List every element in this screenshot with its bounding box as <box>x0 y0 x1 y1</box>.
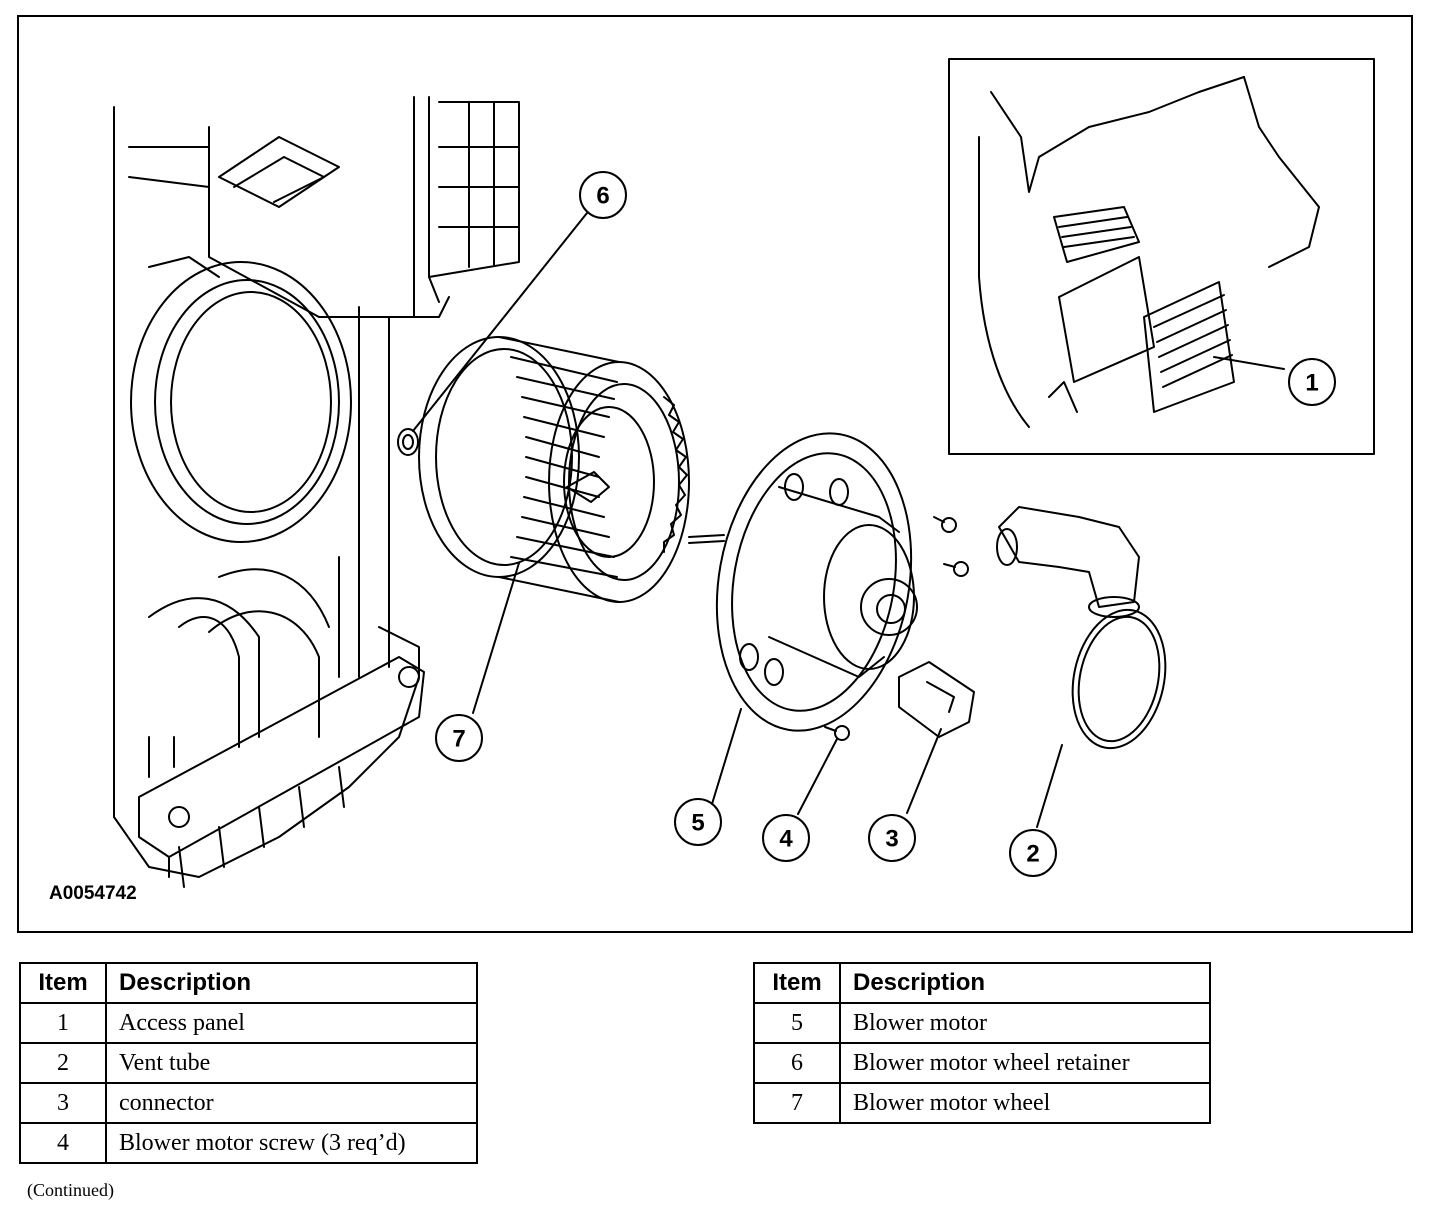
item-description: Blower motor wheel retainer <box>839 1042 1211 1084</box>
callout-3-circle <box>868 814 916 862</box>
item-description: connector <box>105 1082 478 1124</box>
callout-2-circle <box>1009 829 1057 877</box>
table-row: 1 Access panel <box>19 1002 478 1044</box>
callout-5-circle <box>674 798 722 846</box>
table-row: 6 Blower motor wheel retainer <box>753 1042 1211 1084</box>
table-header-row: Item Description <box>753 962 1211 1004</box>
inset-view-frame <box>948 58 1375 455</box>
table-row: 7 Blower motor wheel <box>753 1082 1211 1124</box>
item-number: 1 <box>19 1002 107 1044</box>
blower-wheel-drawing <box>418 336 690 603</box>
callout-6-circle <box>579 171 627 219</box>
item-number: 5 <box>753 1002 841 1044</box>
callout-7-circle <box>435 714 483 762</box>
item-description: Access panel <box>105 1002 478 1044</box>
motor-screws-drawing <box>824 516 969 741</box>
callout-1-label: 1 <box>1305 370 1318 397</box>
leader-lines <box>412 212 1285 828</box>
blower-housing-drawing <box>113 96 520 888</box>
items-table-right: Item Description 5 Blower motor 6 Blower… <box>753 962 1211 1124</box>
blower-motor-drawing <box>688 432 918 732</box>
header-item: Item <box>753 962 841 1004</box>
callout-7-label: 7 <box>452 726 465 753</box>
item-description: Blower motor screw (3 req’d) <box>105 1122 478 1164</box>
item-description: Blower motor <box>839 1002 1211 1044</box>
callout-2-label: 2 <box>1026 841 1039 868</box>
item-number: 7 <box>753 1082 841 1124</box>
blower-motor-exploded-diagram: 1 2 3 4 5 6 7 <box>113 58 1375 888</box>
header-item: Item <box>19 962 107 1004</box>
callout-6-label: 6 <box>596 183 609 210</box>
figure-id: A0054742 <box>49 883 137 904</box>
table-row: 5 Blower motor <box>753 1002 1211 1044</box>
inset-access-panel-drawing <box>978 76 1320 428</box>
callout-4-label: 4 <box>779 826 793 853</box>
item-number: 3 <box>19 1082 107 1124</box>
table-header-row: Item Description <box>19 962 478 1004</box>
table-row: 2 Vent tube <box>19 1042 478 1084</box>
continued-note: (Continued) <box>27 1180 114 1200</box>
item-number: 2 <box>19 1042 107 1084</box>
callout-4-circle <box>762 814 810 862</box>
header-description: Description <box>839 962 1211 1004</box>
item-description: Vent tube <box>105 1042 478 1084</box>
callout-3-label: 3 <box>885 826 898 853</box>
callout-1-circle <box>1288 358 1336 406</box>
wheel-retainer-drawing <box>397 428 419 456</box>
table-row: 3 connector <box>19 1082 478 1124</box>
items-table-left: Item Description 1 Access panel 2 Vent t… <box>19 962 478 1164</box>
item-number: 6 <box>753 1042 841 1084</box>
connector-drawing <box>898 661 975 738</box>
table-row: 4 Blower motor screw (3 req’d) <box>19 1122 478 1164</box>
item-description: Blower motor wheel <box>839 1082 1211 1124</box>
exploded-view-figure: 1 2 3 4 5 6 7 A0054742 <box>17 15 1413 933</box>
item-number: 4 <box>19 1122 107 1164</box>
callout-5-label: 5 <box>691 810 704 837</box>
header-description: Description <box>105 962 478 1004</box>
vent-tube-drawing <box>996 506 1167 750</box>
